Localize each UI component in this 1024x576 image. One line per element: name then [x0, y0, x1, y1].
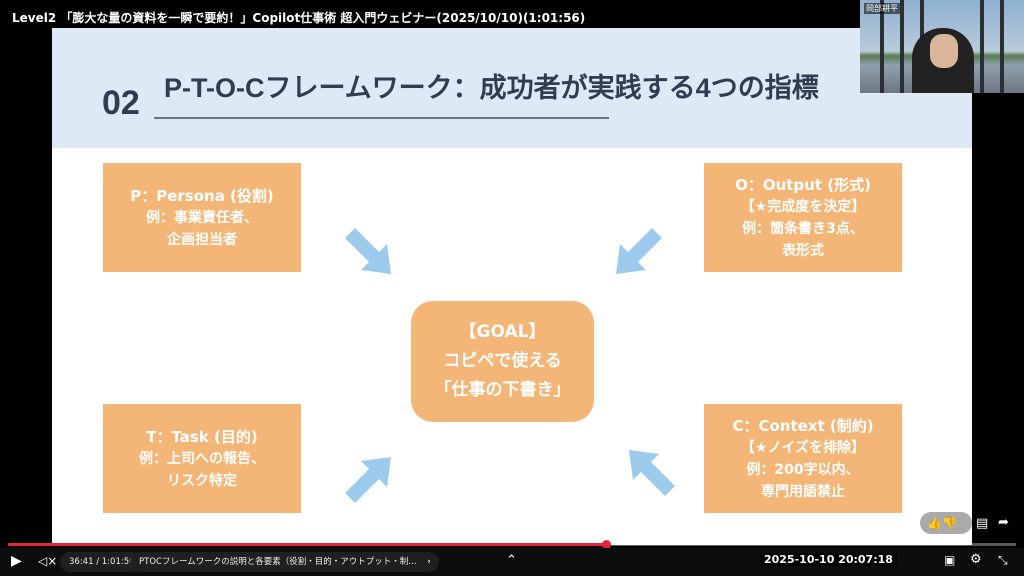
- goal-line2: コピペで使える: [443, 351, 562, 371]
- output-head: O：Output (形式): [735, 175, 871, 194]
- share-icon[interactable]: ➦: [998, 515, 1009, 530]
- chapter-button[interactable]: PTOCフレームワークの説明と各要素（役割・目的・アウトプット・制… ›: [130, 552, 439, 572]
- chapter-title: PTOCフレームワークの説明と各要素（役割・目的・アウトプット・制…: [139, 557, 417, 567]
- goal-line3: 「仕事の下書き」: [434, 380, 571, 400]
- captions-icon[interactable]: ▣: [944, 553, 956, 567]
- task-line1: 例：上司への報告、: [139, 450, 265, 467]
- webcam-name: 岡部耕平: [864, 3, 900, 14]
- webcam-overlay: 岡部耕平: [860, 0, 1024, 93]
- dislike-icon[interactable]: 👎: [941, 516, 957, 530]
- slide: 02 P：Persona (役割) 例：事業責任者、 企画担当者 O：Outpu…: [52, 28, 972, 545]
- arrow-up-right-icon: [345, 457, 391, 503]
- context-box: C：Context (制約) 【★ノイズを排除】 例：200字以内、 専門用語禁…: [704, 404, 902, 513]
- output-box: O：Output (形式) 【★完成度を決定】 例：箇条書き3点、 表形式: [704, 163, 902, 272]
- chevron-right-icon: ›: [427, 557, 431, 567]
- slide-number: 02: [102, 84, 140, 122]
- persona-head: P：Persona (役割): [130, 186, 274, 205]
- settings-icon[interactable]: ⚙: [970, 552, 982, 567]
- play-icon[interactable]: ▶: [11, 553, 22, 569]
- output-line3: 表形式: [782, 242, 824, 259]
- progress-fill: [8, 543, 606, 546]
- arrow-down-left-icon: [616, 228, 662, 274]
- persona-line2: 企画担当者: [167, 231, 237, 248]
- output-line1: 【★完成度を決定】: [740, 198, 866, 215]
- video-title: Level2 「膨大な量の資料を一瞬で要約！」Copilot仕事術 超入門ウェビ…: [12, 11, 586, 25]
- comment-icon[interactable]: ▤: [976, 516, 989, 531]
- reaction-bar: 👍👎: [920, 512, 972, 534]
- slide-header-band: [52, 28, 972, 148]
- like-icon[interactable]: 👍: [927, 516, 942, 530]
- progress-scrubber[interactable]: [601, 540, 611, 549]
- fullscreen-icon[interactable]: ⤡: [998, 553, 1008, 567]
- context-line2: 例：200字以内、: [746, 461, 860, 478]
- context-head: C：Context (制約): [732, 416, 874, 435]
- title-underline: [154, 117, 609, 119]
- task-box: T：Task (目的) 例：上司への報告、 リスク特定: [103, 404, 301, 513]
- timestamp-overlay: 2025-10-10 20:07:18: [760, 553, 897, 566]
- arrow-up-left-icon: [629, 450, 675, 496]
- goal-line1: 【GOAL】: [459, 322, 546, 342]
- context-line1: 【★ノイズを排除】: [740, 439, 866, 456]
- context-line3: 専門用語禁止: [761, 483, 845, 500]
- time-display: 36:41 / 1:01:56: [60, 552, 144, 572]
- arrow-down-right-icon: [345, 228, 391, 274]
- progress-bar[interactable]: [8, 540, 1016, 549]
- task-line2: リスク特定: [167, 472, 237, 489]
- presenter-face: [930, 34, 958, 68]
- task-head: T：Task (目的): [146, 427, 258, 446]
- persona-line1: 例：事業責任者、: [146, 209, 258, 226]
- chevron-up-icon[interactable]: ⌃: [506, 553, 517, 568]
- slide-title: P-T-O-Cフレームワーク：成功者が実践する4つの指標: [164, 73, 819, 103]
- output-line2: 例：箇条書き3点、: [742, 220, 864, 237]
- goal-box: 【GOAL】 コピペで使える 「仕事の下書き」: [411, 301, 594, 422]
- mute-icon[interactable]: ◁×: [38, 554, 58, 568]
- persona-box: P：Persona (役割) 例：事業責任者、 企画担当者: [103, 163, 301, 272]
